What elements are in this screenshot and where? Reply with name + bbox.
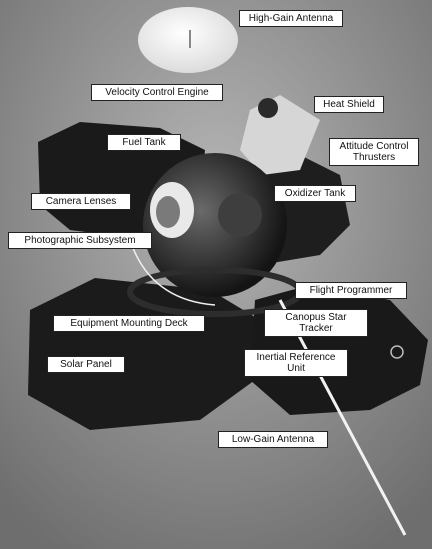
label-solar-panel: Solar Panel: [47, 356, 125, 373]
label-inertial-reference-unit: Inertial Reference Unit: [244, 349, 348, 377]
label-canopus-star-tracker: Canopus Star Tracker: [264, 309, 368, 337]
camera-lens: [156, 196, 180, 228]
label-camera-lenses: Camera Lenses: [31, 193, 131, 210]
label-equipment-mounting-deck: Equipment Mounting Deck: [53, 315, 205, 332]
label-flight-programmer: Flight Programmer: [295, 282, 407, 299]
label-low-gain-antenna: Low-Gain Antenna: [218, 431, 328, 448]
velocity-engine-nozzle: [258, 98, 278, 118]
label-photographic-subsystem: Photographic Subsystem: [8, 232, 152, 249]
label-oxidizer-tank: Oxidizer Tank: [274, 185, 356, 202]
label-high-gain-antenna: High-Gain Antenna: [239, 10, 343, 27]
label-attitude-control-thrusters: Attitude Control Thrusters: [329, 138, 419, 166]
label-heat-shield: Heat Shield: [314, 96, 384, 113]
oxidizer-tank: [218, 193, 262, 237]
label-fuel-tank: Fuel Tank: [107, 134, 181, 151]
label-velocity-control-engine: Velocity Control Engine: [91, 84, 223, 101]
high-gain-antenna-dish: [138, 7, 238, 73]
